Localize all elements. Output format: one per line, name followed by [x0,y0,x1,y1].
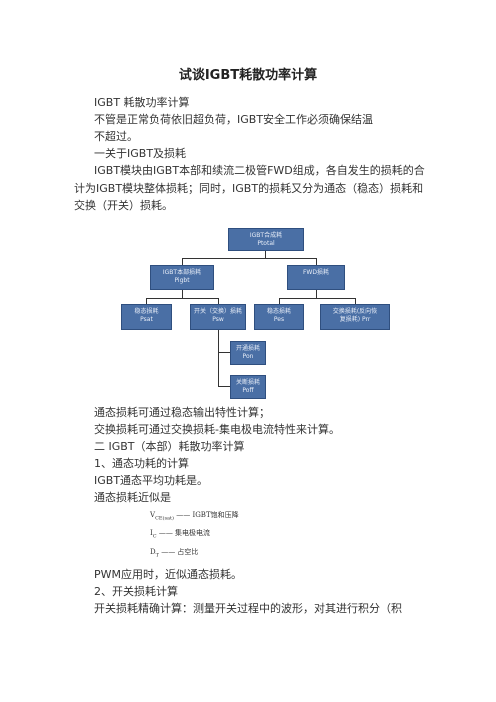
intro-line-2: 不管是正常负荷依旧超负荷，IGBT安全工作必须确保结温 [94,113,374,126]
node-fwd-recovery-loss: 交换损耗(反向恢复损耗) Prr [320,304,390,330]
body-line-1: 通态损耗可通过稳态输出特性计算； [94,406,270,419]
body-line-3: IGBT通态平均功耗是。 [94,474,209,487]
legend-vce: VCE(sat) —— IGBT饱和压降 [150,511,239,522]
body-line-4: 通态损耗近似是 [94,491,171,504]
section-heading-1: 一关于IGBT及损耗 [94,147,187,160]
subheading-onstate: 1、通态功耗的计算 [94,457,189,470]
legend-dt: DT —— 占空比 [150,548,199,559]
intro-line-3: 不超过。 [94,130,138,143]
section-heading-2: 二 IGBT（本部）耗散功率计算 [94,440,245,453]
body-line-6: 开关损耗精确计算：测量开关过程中的波形，对其进行积分（积 [94,602,402,615]
subheading-switching: 2、开关损耗计算 [94,585,178,598]
body-line-5: PWM应用时，近似通态损耗。 [94,568,242,581]
node-fwd-loss: FWD损耗 [287,265,345,290]
intro-line-1: IGBT 耗散功率计算 [94,96,190,109]
body-line-2: 交换损耗可通过交换损耗-集电极电流特性来计算。 [94,423,340,436]
page-title: 试谈IGBT耗散功率计算 [178,68,318,83]
legend-ic: IC —— 集电极电流 [150,529,211,540]
paragraph-loss-composition: IGBT模块由IGBT本部和续流二极管FWD组成，各自发生的损耗的合计为IGBT… [74,164,425,212]
